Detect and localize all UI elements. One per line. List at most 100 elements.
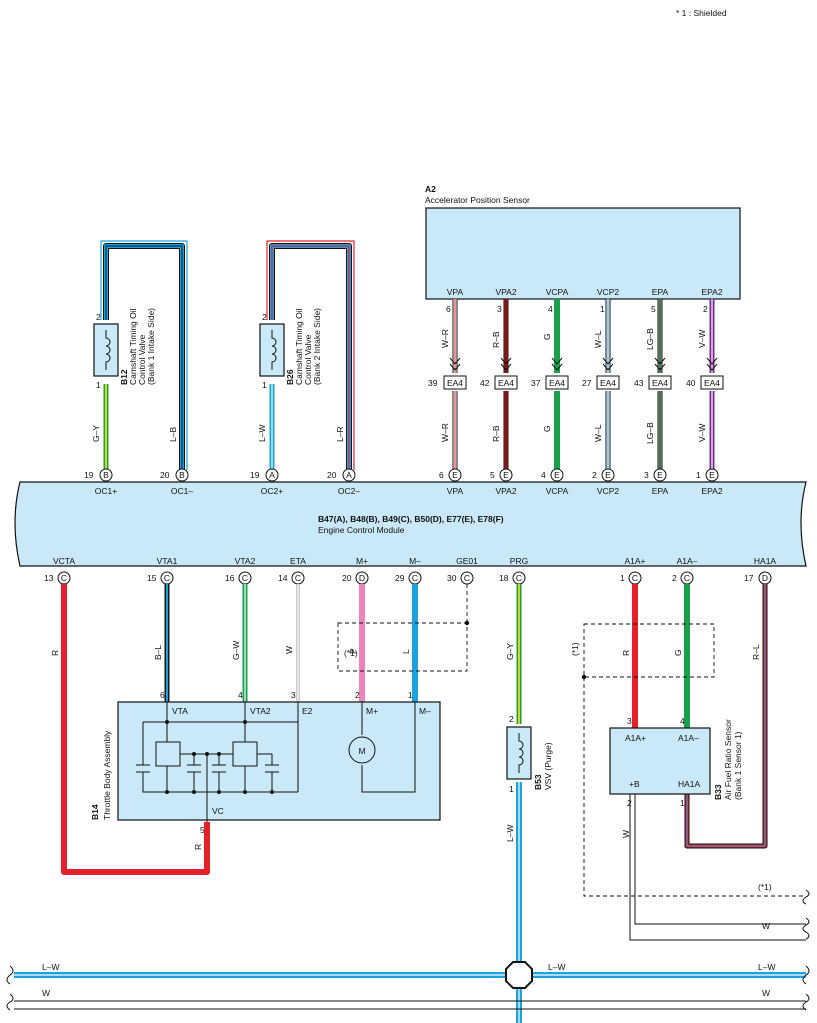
svg-text:2: 2 [672, 573, 677, 583]
a2-term-epa: EPA [652, 287, 669, 297]
wire-color-label: W–L [593, 330, 603, 348]
ea4-connector: EA4 27 [582, 357, 620, 390]
svg-text:VTA2: VTA2 [250, 706, 271, 716]
svg-text:19: 19 [250, 470, 260, 480]
svg-text:1: 1 [696, 470, 701, 480]
svg-text:30: 30 [447, 573, 457, 583]
svg-text:C: C [61, 573, 67, 583]
svg-text:Control Valve: Control Valve [137, 334, 147, 385]
svg-text:1: 1 [620, 573, 625, 583]
svg-text:B26: B26 [285, 369, 295, 385]
a2-id: A2 [425, 184, 436, 194]
svg-text:18: 18 [499, 573, 509, 583]
b26-wires [266, 240, 355, 470]
a2-term-vcp2: VCP2 [597, 287, 619, 297]
svg-text:D: D [762, 573, 768, 583]
svg-text:HA1A: HA1A [754, 556, 777, 566]
svg-text:A1A–: A1A– [678, 733, 699, 743]
svg-text:20: 20 [327, 470, 337, 480]
svg-text:OC2+: OC2+ [261, 486, 283, 496]
svg-text:(*1): (*1) [570, 642, 580, 656]
ecm-pin: M–C29 [395, 556, 422, 585]
ecm-pin: A1A+C1 [620, 556, 646, 585]
svg-text:W: W [762, 921, 770, 931]
svg-text:C: C [464, 573, 470, 583]
svg-text:4: 4 [680, 716, 685, 726]
svg-text:G–Y: G–Y [505, 643, 515, 660]
solenoid-coil-icon [105, 330, 111, 370]
svg-text:VSV (Purge): VSV (Purge) [543, 742, 553, 790]
svg-text:B53: B53 [533, 774, 543, 790]
svg-text:M–: M– [409, 556, 421, 566]
svg-text:37: 37 [531, 378, 541, 388]
svg-text:R–L: R–L [751, 644, 761, 660]
bottom-bus: L–W L–W L–W W W [6, 889, 810, 1011]
a2-pins: 6 3 4 1 5 2 [446, 304, 708, 314]
a2-term-vpa2: VPA2 [495, 287, 516, 297]
svg-text:2: 2 [262, 312, 267, 322]
b14-throttle-body: 6 4 3 2 1 5 VTA VTA2 E2 M+ M– VC [90, 690, 441, 835]
ecm-connectors: B47(A), B48(B), B49(C), B50(D), E77(E), … [318, 514, 504, 524]
a2-term-vpa: VPA [447, 287, 464, 297]
svg-text:39: 39 [428, 378, 438, 388]
wire-color-label: R–B [491, 331, 501, 348]
svg-text:E: E [709, 470, 715, 480]
svg-text:EA4: EA4 [498, 378, 514, 388]
svg-text:G–W: G–W [231, 641, 241, 660]
svg-text:A1A+: A1A+ [625, 733, 646, 743]
motor-icon [348, 736, 376, 764]
a2-terminals: VPA VPA2 VCPA VCP2 EPA EPA2 [447, 287, 723, 297]
svg-text:2: 2 [627, 798, 632, 808]
svg-text:(Bank 1 Intake Side): (Bank 1 Intake Side) [146, 308, 156, 385]
svg-text:20: 20 [342, 573, 352, 583]
lower-wires: (*1) (*1) (*1) W [61, 584, 806, 1023]
svg-text:L–W: L–W [42, 962, 59, 972]
ea4-connector: EA4 39 [428, 357, 467, 390]
a2-box [425, 207, 741, 300]
svg-text:B: B [179, 470, 185, 480]
svg-text:C: C [632, 573, 638, 583]
svg-text:E: E [605, 470, 611, 480]
svg-text:2: 2 [509, 714, 514, 724]
a2-pin: 5 [651, 304, 656, 314]
svg-text:1: 1 [96, 380, 101, 390]
svg-text:43: 43 [634, 378, 644, 388]
capacitor-icon [265, 754, 279, 792]
svg-text:4: 4 [238, 690, 243, 700]
svg-text:L–W: L–W [758, 962, 775, 972]
svg-text:EPA2: EPA2 [701, 486, 722, 496]
svg-text:1: 1 [680, 798, 685, 808]
ea4-connectors: EA4 39 EA4 42 EA4 37 EA4 27 EA4 43 EA4 4… [428, 357, 724, 390]
wire-color-label: LG–B [645, 422, 655, 444]
svg-text:M–: M– [419, 706, 431, 716]
wire-color-label: V–W [697, 424, 707, 442]
svg-text:G: G [673, 649, 683, 656]
svg-text:C: C [242, 573, 248, 583]
svg-text:L–W: L–W [505, 825, 515, 842]
wire-color-label: R–B [491, 425, 501, 442]
svg-text:40: 40 [686, 378, 696, 388]
svg-text:OC2–: OC2– [338, 486, 360, 496]
a2-pin: 2 [703, 304, 708, 314]
shield-box [583, 623, 715, 678]
svg-text:ETA: ETA [290, 556, 306, 566]
svg-text:6: 6 [160, 690, 165, 700]
svg-text:E: E [503, 470, 509, 480]
svg-text:42: 42 [480, 378, 490, 388]
svg-text:EA4: EA4 [447, 378, 463, 388]
svg-text:17: 17 [744, 573, 754, 583]
svg-text:Air Fuel Ratio Sensor: Air Fuel Ratio Sensor [723, 719, 733, 800]
ecm-box [14, 481, 807, 567]
svg-text:OC1+: OC1+ [95, 486, 117, 496]
svg-text:EPA: EPA [652, 486, 669, 496]
solenoid-coil-icon [518, 733, 524, 773]
svg-text:Camshaft Timing Oil: Camshaft Timing Oil [128, 308, 138, 385]
svg-text:5: 5 [200, 825, 205, 835]
